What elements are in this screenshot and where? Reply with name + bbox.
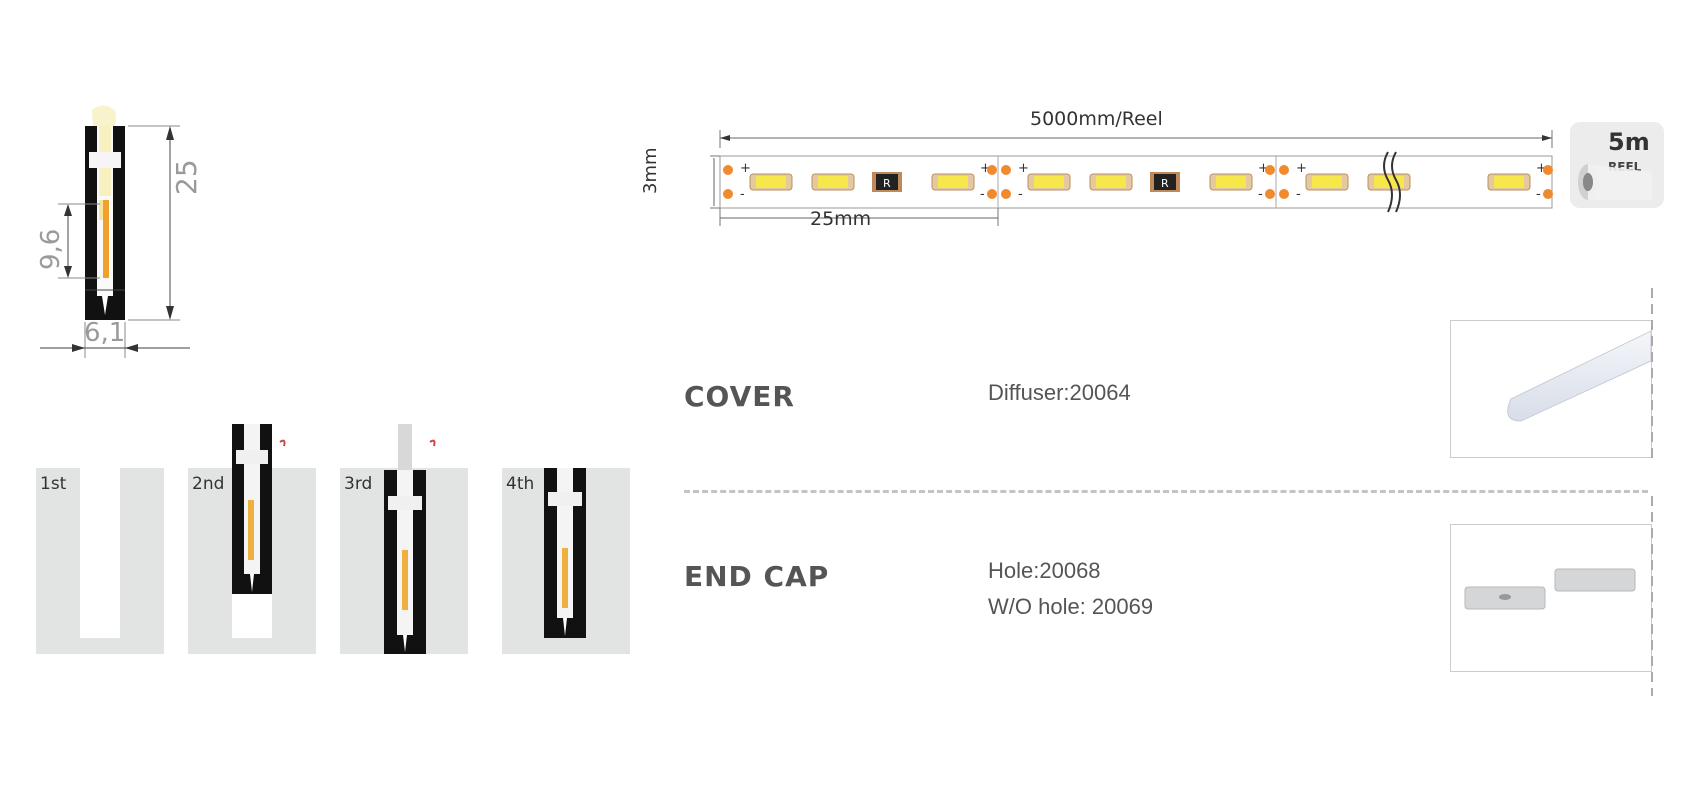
cover-dash-line	[1651, 288, 1653, 458]
step-2: 2nd	[188, 420, 316, 654]
step-3-profile	[384, 424, 436, 654]
minus-sign: -	[1536, 187, 1541, 202]
installation-steps: 1st 2nd 3rd	[30, 420, 630, 690]
led-emitter	[818, 176, 848, 188]
cover-spec: Diffuser:20064	[988, 380, 1131, 405]
accessory-cover: COVER Diffuser:20064	[680, 288, 1680, 460]
step-2-label: 2nd	[192, 474, 225, 494]
minus-sign: -	[980, 187, 985, 202]
resistor-mark: R	[883, 177, 891, 190]
solder-pad	[1279, 165, 1289, 175]
cut-length-label: 25mm	[810, 208, 872, 230]
end-cap-spec-hole: Hole:20068	[988, 558, 1101, 583]
plus-sign: +	[740, 161, 751, 176]
strip-length-label: 5000mm/Reel	[1030, 108, 1163, 130]
led-emitter	[938, 176, 968, 188]
led-strip-diagram: + - R + - + - R + - + - + - 5000mm/Reel 3mm 25mm 5m R…	[640, 108, 1680, 248]
reel-icon	[1578, 164, 1652, 200]
solder-pad	[1001, 165, 1011, 175]
led-emitter	[1494, 176, 1524, 188]
minus-sign: -	[1296, 187, 1301, 202]
solder-pad	[987, 189, 997, 199]
end-cap-icon	[1464, 568, 1636, 610]
resistor-mark: R	[1161, 177, 1169, 190]
solder-pad	[1543, 189, 1553, 199]
step-3-label: 3rd	[344, 474, 373, 494]
step-4-profile	[544, 468, 586, 638]
end-cap-image	[1450, 524, 1652, 672]
plus-sign: +	[1018, 161, 1029, 176]
cover-image	[1450, 320, 1652, 458]
step-4: 4th	[502, 468, 630, 654]
accessory-end-cap: END CAP Hole:20068 W/O hole: 20069	[680, 496, 1680, 700]
resistor-body	[1154, 174, 1176, 190]
plus-sign: +	[1258, 161, 1269, 176]
minus-sign: -	[1018, 187, 1023, 202]
solder-pad	[1001, 189, 1011, 199]
cover-name: COVER	[684, 380, 795, 413]
led-emitter	[1312, 176, 1342, 188]
section-divider	[684, 490, 1648, 497]
solder-pad	[1543, 165, 1553, 175]
led-emitter	[756, 176, 786, 188]
reel-badge: 5m REEL	[1570, 122, 1664, 208]
profile-cross-section	[40, 105, 190, 358]
minus-sign: -	[1258, 187, 1263, 202]
solder-pad	[1279, 189, 1289, 199]
led-height-dimension-label: 9,6	[36, 228, 66, 270]
plus-sign: +	[980, 161, 991, 176]
plus-sign: +	[1296, 161, 1307, 176]
solder-pad	[987, 165, 997, 175]
led-emitter	[1034, 176, 1064, 188]
step-1-label: 1st	[40, 474, 67, 494]
diffuser-icon	[1507, 330, 1652, 422]
plus-sign: +	[1536, 161, 1547, 176]
end-cap-dash-line	[1651, 496, 1653, 696]
end-cap-name: END CAP	[684, 560, 830, 593]
height-dimension-label: 25	[170, 159, 203, 195]
solder-pad	[723, 189, 733, 199]
step-2-profile	[232, 424, 286, 594]
step-3: 3rd	[340, 420, 468, 654]
solder-pad	[723, 165, 733, 175]
led-emitter	[1096, 176, 1126, 188]
minus-sign: -	[740, 187, 745, 202]
resistor-body	[876, 174, 898, 190]
solder-pad	[1265, 189, 1275, 199]
width-dimension-label: 6,1	[84, 318, 126, 348]
strip-segments: + - R + - + - R + - + - + -	[723, 156, 1553, 208]
cross-section-drawing: 25 9,6 6,1	[30, 100, 210, 390]
end-cap-spec-no-hole: W/O hole: 20069	[988, 594, 1154, 619]
solder-pad	[1265, 165, 1275, 175]
step-1: 1st	[36, 468, 164, 654]
strip-svg: + - R + - + - R + - + - + -	[710, 130, 1553, 226]
step-4-label: 4th	[506, 474, 535, 494]
led-emitter	[1216, 176, 1246, 188]
reel-length: 5m	[1608, 128, 1650, 156]
strip-width-label: 3mm	[640, 147, 661, 194]
